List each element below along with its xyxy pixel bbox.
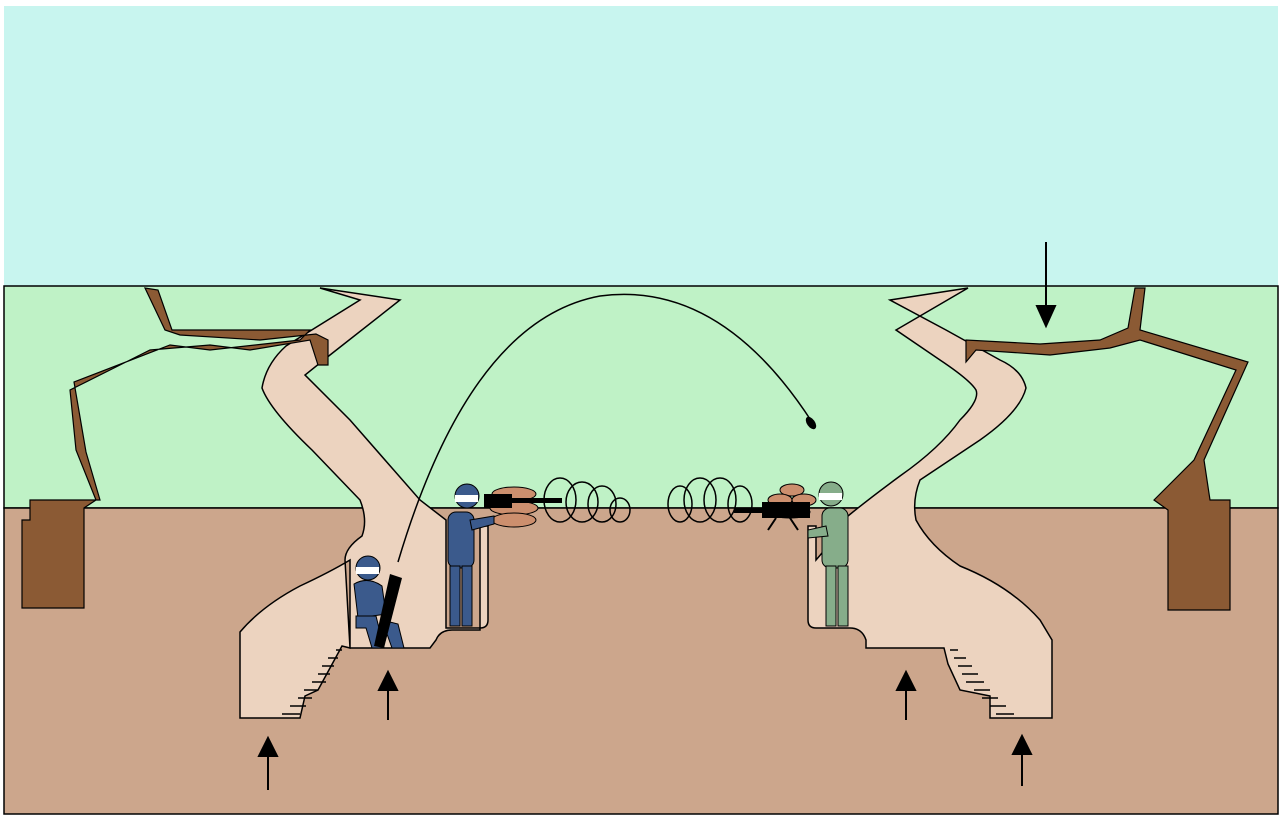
machine-gun-right xyxy=(734,502,810,531)
mortar-shell xyxy=(805,416,817,430)
machine-gun-left xyxy=(484,494,562,508)
right-wall-ticks xyxy=(950,649,1014,715)
arrow-up-left-outer xyxy=(257,735,279,790)
right-trench xyxy=(807,287,1053,719)
arrow-down-right xyxy=(1035,242,1057,329)
left-tree xyxy=(21,287,329,609)
barbed-wire-left xyxy=(543,477,631,523)
soldier-gunner-left xyxy=(447,483,495,627)
barbed-wire-right xyxy=(667,477,753,523)
left-trench xyxy=(239,287,489,719)
no-mans-land xyxy=(488,526,866,650)
mortar-trajectory xyxy=(397,293,813,563)
left-wall-ticks xyxy=(282,649,342,715)
grass-surface xyxy=(3,285,1279,509)
sky xyxy=(4,6,1278,286)
soldier-right xyxy=(807,481,849,627)
mortar-tube xyxy=(374,574,402,648)
arrow-up-right-outer xyxy=(1011,733,1033,786)
arrow-up-right-inner xyxy=(895,669,917,720)
arrow-up-left-inner xyxy=(377,669,399,720)
right-tree xyxy=(965,287,1249,611)
